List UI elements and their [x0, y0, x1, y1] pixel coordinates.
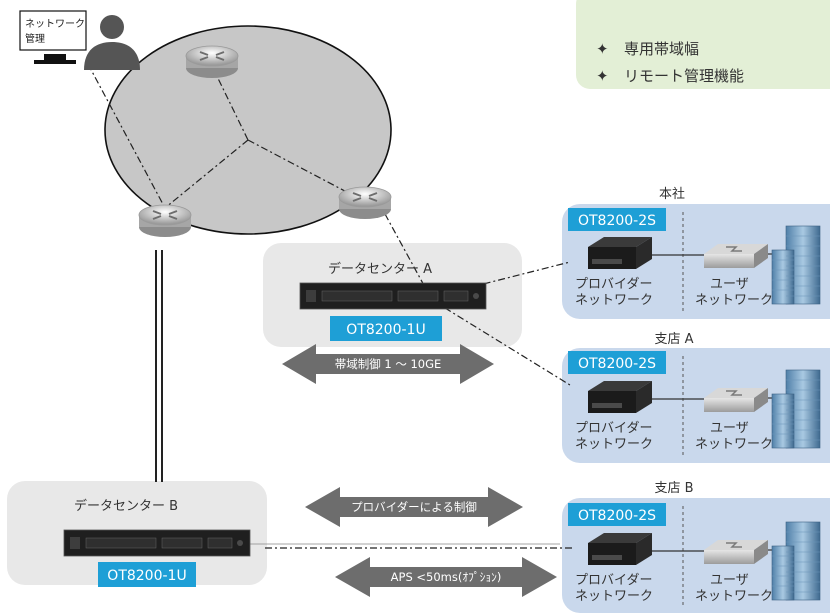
admin-person-icon [84, 15, 140, 70]
site-branch-b-provider-line2: ネットワーク [575, 589, 653, 604]
site-branch-a-user-line1: ユーザ [710, 421, 749, 436]
site-hq-switch [703, 243, 769, 269]
site-branch-a-model-badge [568, 351, 666, 374]
site-branch-a: 支店 A OT8200-2S プロバイダー ネットワーク ユーザ ネットワーク [568, 332, 821, 456]
feature-bullet-1: ✦ [596, 40, 609, 58]
site-hq-user-line1: ユーザ [710, 277, 749, 292]
admin-label-box [19, 10, 87, 51]
site-hq-model: OT8200-2S [578, 213, 656, 229]
aps-arrow [335, 557, 557, 597]
site-branch-b-name: 支店 B [654, 481, 693, 496]
site-branch-a-user-line2: ネットワーク [695, 437, 773, 452]
datacenter-b-title: データセンター B [74, 498, 178, 514]
site-branch-b-area [562, 498, 830, 613]
site-branch-a-device [588, 381, 652, 413]
admin-monitor-stand [34, 60, 76, 64]
site-branch-a-model: OT8200-2S [578, 356, 656, 372]
site-branch-b-provider-line1: プロバイダー [575, 573, 652, 588]
site-branch-b-user-line1: ユーザ [710, 573, 749, 588]
site-branch-a-provider-line1: プロバイダー [575, 421, 652, 436]
site-branch-a-area [562, 348, 830, 463]
admin-label-line2: 管理 [25, 32, 45, 45]
site-branch-a-provider-line2: ネットワーク [575, 437, 653, 452]
feature-item-1: 専用帯域幅 [624, 40, 699, 58]
site-hq-area [562, 204, 830, 319]
site-hq: 本社 OT8200-2S プロバイダー ネットワーク ユーザ ネットワーク [568, 186, 821, 312]
site-branch-b-user-line2: ネットワーク [695, 589, 773, 604]
site-branch-b: 支店 B OT8200-2S プロバイダー ネットワーク ユーザ ネットワーク [568, 481, 821, 606]
feature-box [576, 0, 830, 89]
feature-bullet-2: ✦ [596, 67, 609, 85]
provider-arrow-label: プロバイダーによる制御 [351, 500, 477, 514]
site-branch-a-name: 支店 A [654, 332, 693, 347]
site-hq-model-badge [568, 208, 666, 231]
admin-label-line1: ネットワーク [25, 18, 85, 30]
datacenter-b-model: OT8200-1U [107, 568, 186, 584]
site-hq-provider-line1: プロバイダー [575, 277, 652, 292]
feature-item-2: リモート管理機能 [624, 67, 744, 85]
admin-monitor-base [44, 54, 66, 60]
site-branch-a-switch [703, 387, 769, 413]
datacenter-a-device [299, 282, 487, 310]
site-branch-b-switch [703, 539, 769, 565]
datacenter-a-model-badge [330, 316, 442, 341]
site-hq-device [588, 237, 652, 269]
datacenter-b-model-badge [98, 562, 196, 587]
datacenter-a-title: データセンター A [328, 261, 432, 277]
site-hq-provider-line2: ネットワーク [575, 293, 653, 308]
bandwidth-arrow-label: 帯域制御 1 ～ 10GE [335, 357, 442, 371]
site-branch-b-model: OT8200-2S [578, 508, 656, 524]
site-branch-b-device [588, 533, 652, 565]
datacenter-a-model: OT8200-1U [346, 322, 425, 338]
router-right [338, 186, 392, 220]
aps-arrow-label: APS <50ms(ｵﾌﾟｼｮﾝ) [391, 570, 502, 584]
bandwidth-arrow [282, 344, 494, 384]
datacenter-b-device [63, 529, 251, 557]
site-hq-name: 本社 [659, 186, 685, 202]
router-left [138, 204, 192, 238]
site-branch-b-model-badge [568, 503, 666, 526]
site-hq-user-line2: ネットワーク [695, 293, 773, 308]
provider-cloud [104, 25, 392, 235]
provider-arrow [305, 487, 523, 527]
router-top [185, 45, 239, 79]
